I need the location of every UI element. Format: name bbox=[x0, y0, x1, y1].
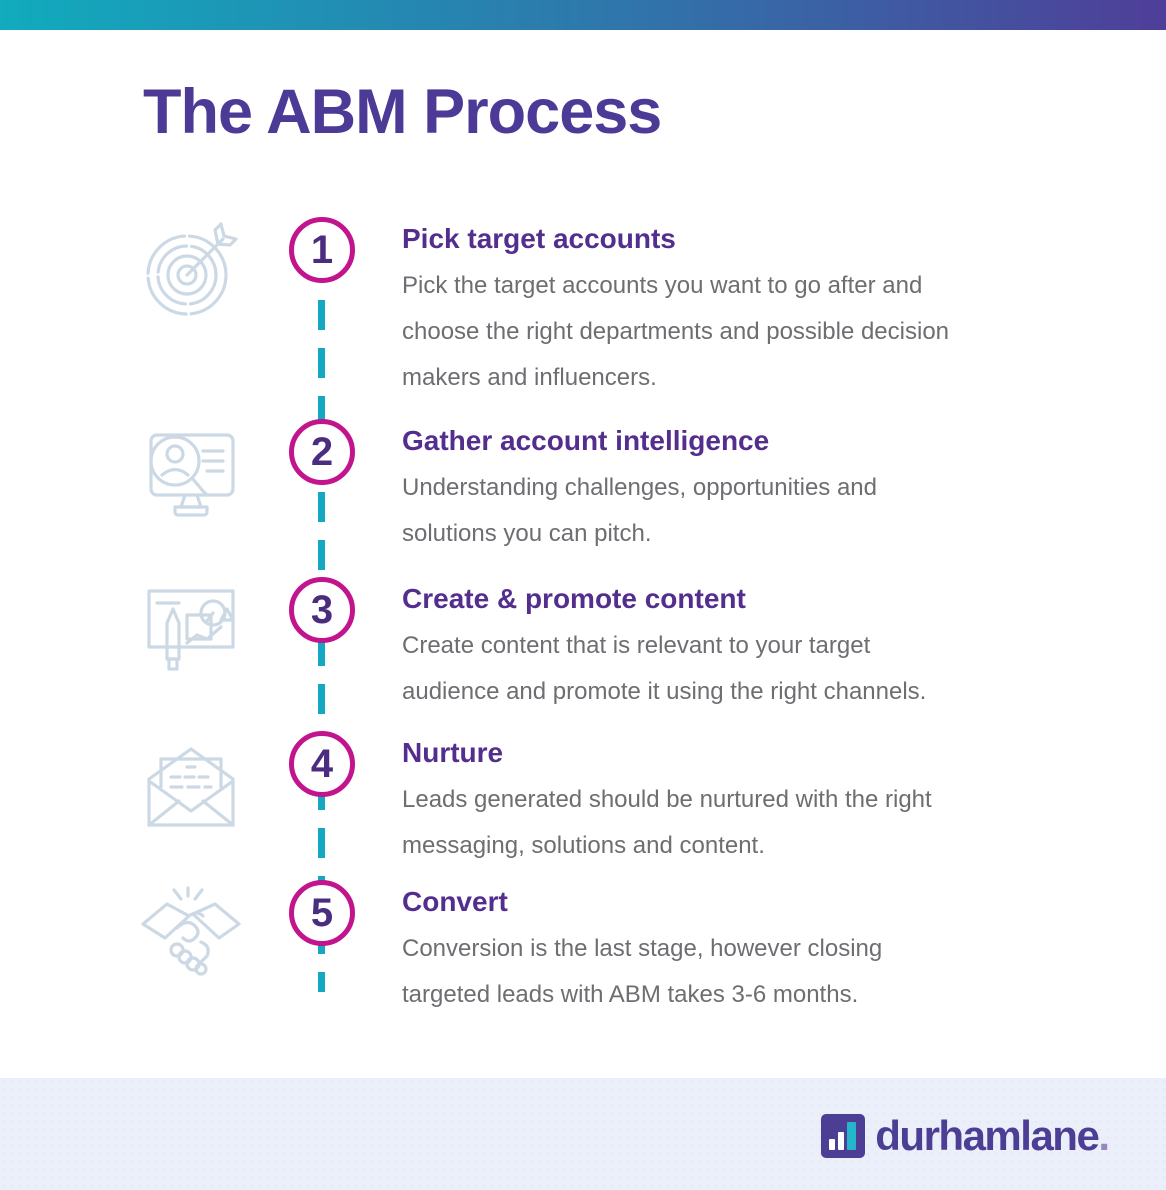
target-icon bbox=[135, 221, 247, 317]
step-description-line: audience and promote it using the right … bbox=[402, 678, 927, 705]
account-intelligence-icon bbox=[135, 423, 247, 519]
step-title: Nurture bbox=[402, 737, 504, 768]
step-number: 4 bbox=[310, 741, 334, 786]
step-description-line: messaging, solutions and content. bbox=[402, 832, 765, 859]
step-description-line: Create content that is relevant to your … bbox=[402, 632, 871, 659]
handshake-icon bbox=[135, 884, 247, 980]
step-description-line: Understanding challenges, opportunities … bbox=[402, 474, 877, 501]
step-title: Create & promote content bbox=[402, 583, 746, 614]
step-number: 5 bbox=[310, 890, 334, 935]
footer: durhamlane. bbox=[0, 1078, 1166, 1190]
top-gradient-bar bbox=[0, 0, 1166, 30]
step-number: 3 bbox=[310, 587, 334, 632]
bar-chart-logo-icon bbox=[821, 1114, 866, 1158]
step-text-block: Nurture Leads generated should be nurtur… bbox=[402, 731, 1062, 869]
logo-bar-small bbox=[829, 1139, 836, 1150]
step-number: 1 bbox=[310, 227, 334, 272]
step-title: Gather account intelligence bbox=[402, 425, 770, 456]
step-item-1: 1 Pick target accounts Pick the target a… bbox=[135, 217, 1065, 401]
step-number: 2 bbox=[310, 429, 334, 474]
step-item-3: 3 Create & promote content Create conten… bbox=[135, 577, 1065, 715]
step-description-line: choose the right departments and possibl… bbox=[402, 318, 950, 345]
step-text-block: Pick target accounts Pick the target acc… bbox=[402, 217, 1062, 401]
step-number-badge: 3 bbox=[289, 577, 355, 643]
step-text-block: Gather account intelligence Understandin… bbox=[402, 419, 1062, 557]
brand-dot: . bbox=[1098, 1112, 1110, 1159]
step-item-5: 5 Convert Conversion is the last stage, … bbox=[135, 880, 1065, 1018]
step-text-block: Create & promote content Create content … bbox=[402, 577, 1062, 715]
content-creation-icon bbox=[135, 581, 247, 677]
page-title: The ABM Process bbox=[143, 77, 662, 147]
step-description-line: makers and influencers. bbox=[402, 364, 657, 391]
step-item-2: 2 Gather account intelligence Understand… bbox=[135, 419, 1065, 557]
step-description-line: Pick the target accounts you want to go … bbox=[402, 272, 923, 299]
step-title: Pick target accounts bbox=[402, 223, 676, 254]
step-item-4: 4 Nurture Leads generated should be nurt… bbox=[135, 731, 1065, 869]
step-description-line: Conversion is the last stage, however cl… bbox=[402, 935, 883, 962]
step-number-badge: 4 bbox=[289, 731, 355, 797]
brand-wordmark: durhamlane bbox=[875, 1112, 1100, 1159]
step-description-line: solutions you can pitch. bbox=[402, 520, 652, 547]
step-description-line: targeted leads with ABM takes 3-6 months… bbox=[402, 981, 859, 1008]
envelope-icon bbox=[135, 735, 247, 831]
logo-bar-medium bbox=[838, 1132, 845, 1150]
step-number-badge: 2 bbox=[289, 419, 355, 485]
logo-bar-tall bbox=[847, 1122, 857, 1150]
step-title: Convert bbox=[402, 886, 508, 917]
step-number-badge: 1 bbox=[289, 217, 355, 283]
step-text-block: Convert Conversion is the last stage, ho… bbox=[402, 880, 1062, 1018]
durhamlane-logo: durhamlane. bbox=[821, 1112, 1110, 1160]
step-number-badge: 5 bbox=[289, 880, 355, 946]
step-description-line: Leads generated should be nurtured with … bbox=[402, 786, 932, 813]
